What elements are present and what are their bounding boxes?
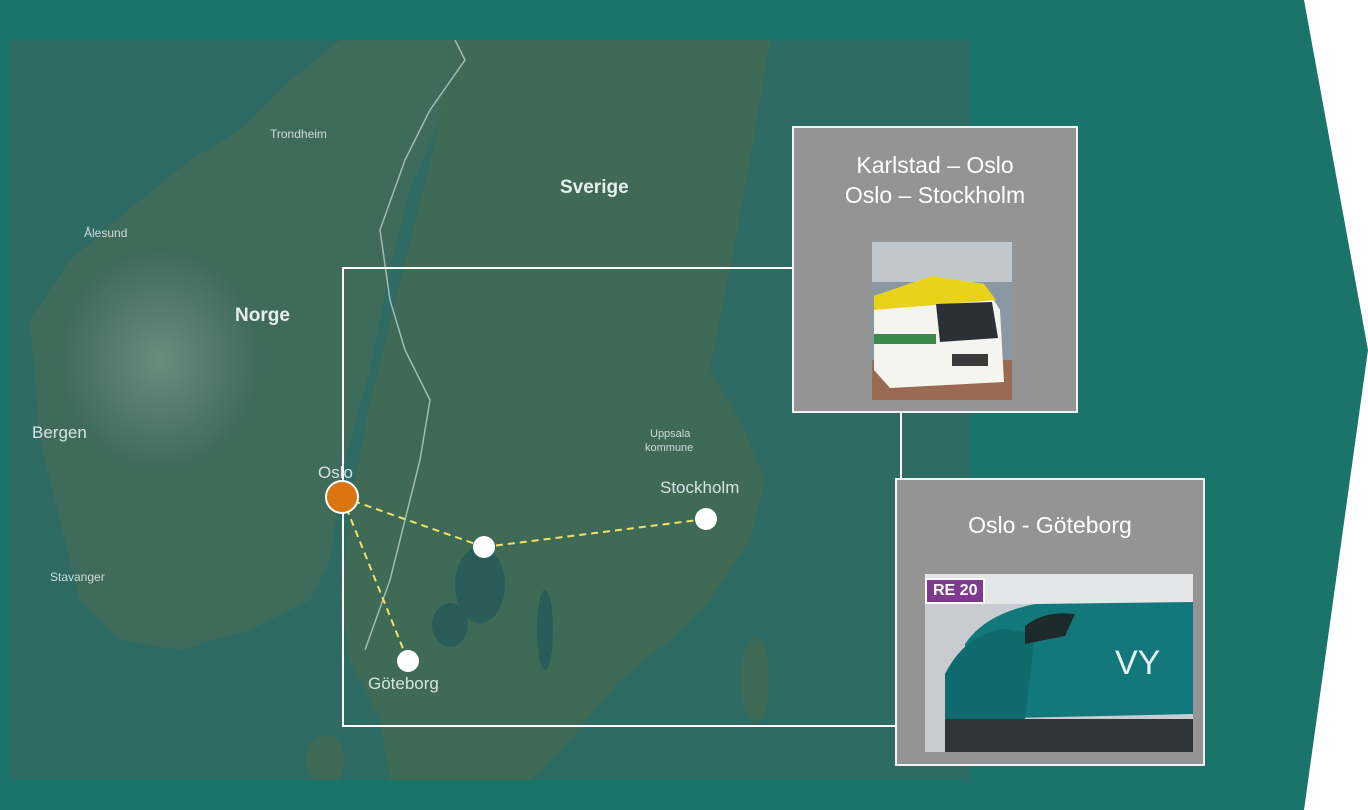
callout-title: Oslo - Göteborg (968, 512, 1132, 538)
route-oslo-karlstad (341, 496, 485, 548)
label-trondheim: Trondheim (270, 127, 327, 141)
lake-vanern (455, 547, 505, 623)
label-norge: Norge (235, 305, 290, 326)
island-denmark (305, 735, 345, 780)
label-stockholm: Stockholm (660, 478, 740, 497)
marker-karlstad[interactable] (473, 536, 495, 558)
route-oslo-goteborg (341, 496, 409, 662)
train-photo-yellow (872, 242, 1012, 400)
marker-goteborg[interactable] (397, 650, 419, 672)
train-photo-teal: VY RE 20 (925, 574, 1193, 752)
label-alesund: Ålesund (84, 226, 128, 240)
sweden-land (340, 40, 770, 780)
callout-oslo-goteborg: Oslo - Göteborg VY RE 20 (895, 478, 1205, 766)
label-kommune: kommune (645, 442, 694, 454)
label-bergen: Bergen (32, 423, 87, 442)
label-oslo: Oslo (318, 463, 353, 482)
label-goteborg: Göteborg (368, 674, 439, 693)
label-stavanger: Stavanger (50, 570, 105, 584)
label-uppsala: Uppsala (650, 428, 691, 440)
norway-mountains (60, 250, 260, 470)
callout-karlstad-stockholm: Karlstad – Oslo Oslo – Stockholm (792, 126, 1078, 413)
label-sverige: Sverige (560, 177, 629, 198)
marker-oslo[interactable] (325, 480, 359, 514)
callout-title-line1: Karlstad – Oslo (856, 152, 1014, 178)
callout-title-line2: Oslo – Stockholm (844, 182, 1026, 208)
marker-stockholm[interactable] (695, 508, 717, 530)
badge-re20: RE 20 (925, 578, 986, 604)
norway-sweden-border (364, 40, 466, 651)
island-oland (741, 638, 769, 722)
train-logo-vy: VY (1115, 644, 1160, 682)
lake-vanern-west (432, 603, 468, 647)
route-karlstad-stockholm (483, 518, 707, 548)
lake-vattern (537, 590, 553, 670)
